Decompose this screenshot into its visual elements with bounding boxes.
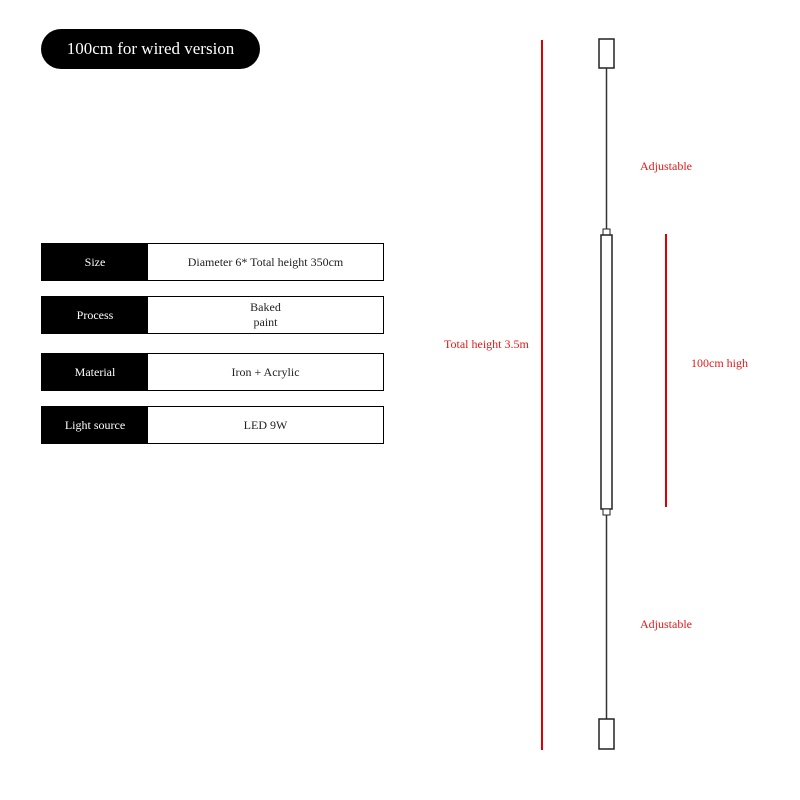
top-connector (602, 228, 611, 236)
spec-key: Process (42, 297, 148, 333)
spec-row-process: Process Baked paint (41, 296, 384, 334)
adjustable-top-label: Adjustable (640, 159, 692, 173)
spec-value: Baked paint (250, 300, 281, 329)
spec-value: LED 9W (243, 417, 288, 432)
adjustable-bottom-label: Adjustable (640, 617, 692, 631)
spec-row-material: Material Iron + Acrylic (41, 353, 384, 391)
spec-row-size: Size Diameter 6* Total height 350cm (41, 243, 384, 281)
spec-value: Iron + Acrylic (231, 364, 300, 379)
version-title: 100cm for wired version (41, 29, 260, 69)
body-height-label: 100cm high (691, 356, 748, 370)
spec-row-light-source: Light source LED 9W (41, 406, 384, 444)
lamp-body (600, 234, 613, 510)
spec-value: Diameter 6* Total height 350cm (187, 254, 344, 269)
spec-key: Light source (42, 407, 148, 443)
spec-key: Size (42, 244, 148, 280)
total-height-label: Total height 3.5m (444, 337, 529, 351)
floor-base (598, 718, 615, 750)
bottom-connector (602, 508, 611, 516)
ceiling-canopy (598, 38, 615, 69)
spec-key: Material (42, 354, 148, 390)
